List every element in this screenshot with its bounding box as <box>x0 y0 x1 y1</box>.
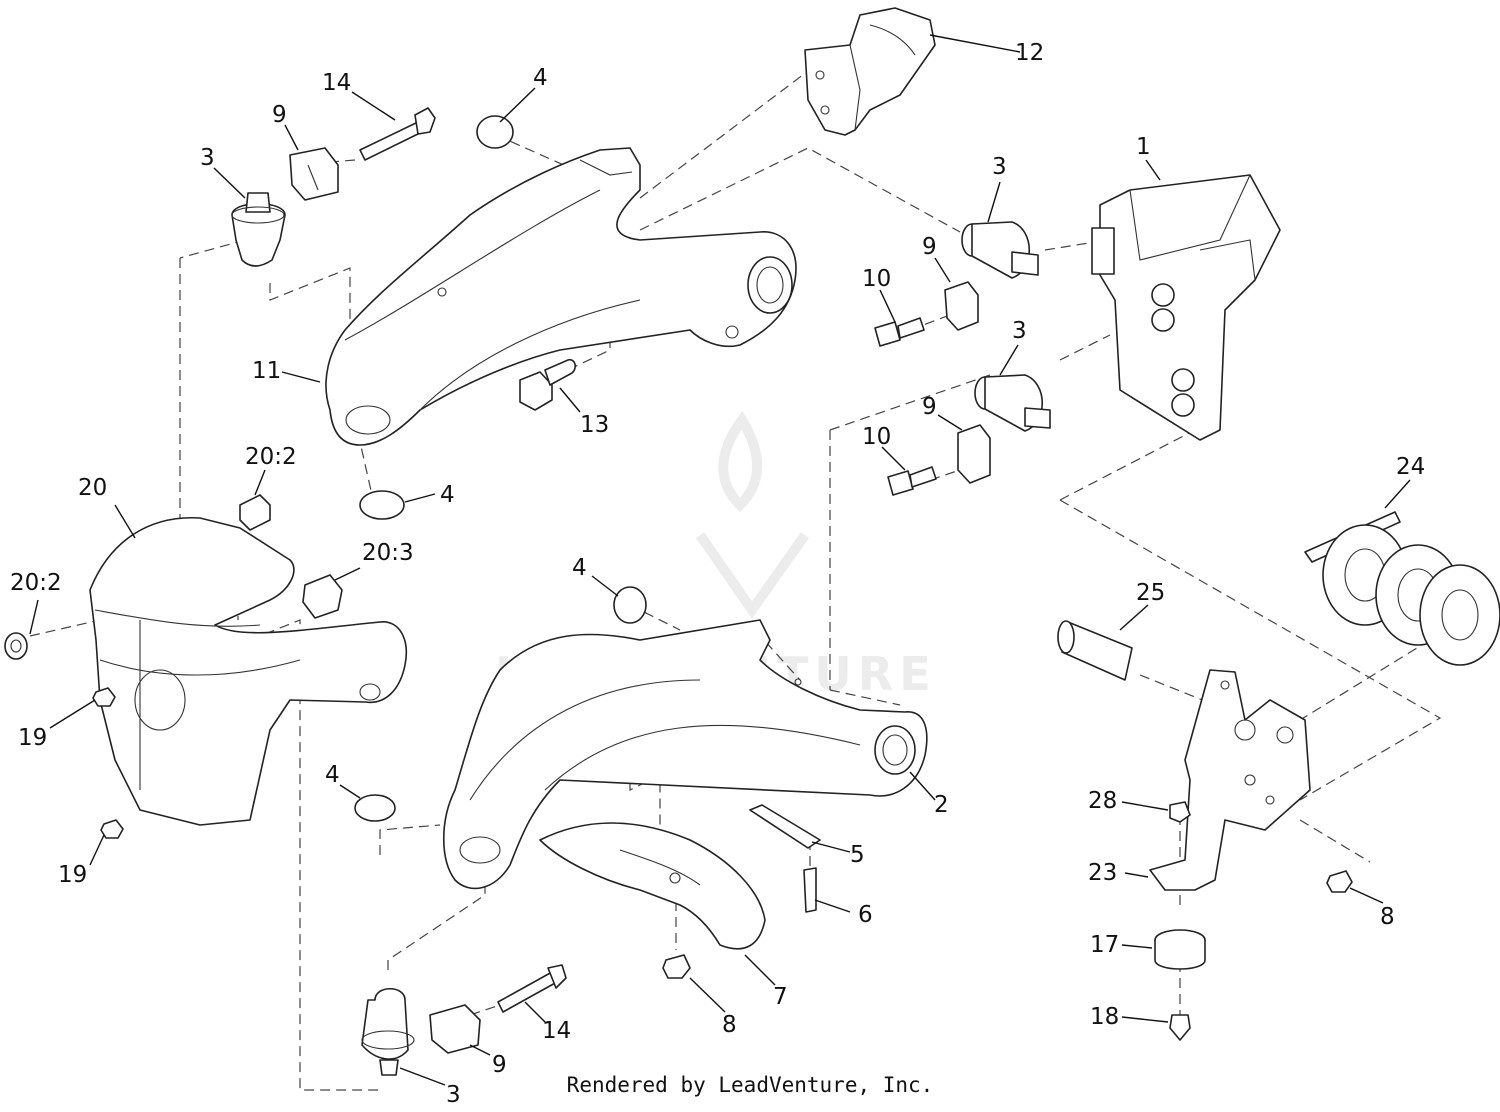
callout-2: 2 <box>934 792 949 818</box>
callout-9-top: 9 <box>272 102 287 128</box>
callout-11: 11 <box>252 358 281 384</box>
part-3-isolator-mid <box>961 221 1039 279</box>
part-24-springs <box>1304 511 1500 666</box>
part-20-frame <box>89 517 407 826</box>
part-23-mount-plate <box>1149 669 1311 891</box>
callout-3-top: 3 <box>200 145 215 171</box>
callout-5: 5 <box>850 842 865 868</box>
callout-12: 12 <box>1015 40 1044 66</box>
part-13-bolt <box>519 358 577 411</box>
render-credit: Rendered by LeadVenture, Inc. <box>566 1073 934 1097</box>
callout-8-bottom: 8 <box>722 1012 737 1038</box>
callout-24: 24 <box>1396 454 1425 480</box>
part-17-spacer <box>1154 929 1206 970</box>
callout-23: 23 <box>1088 860 1117 886</box>
callout-19-upper: 19 <box>18 725 47 751</box>
callout-20-2-top: 20:2 <box>245 444 297 470</box>
callout-3-lower: 3 <box>1012 318 1027 344</box>
part-18-bolt <box>1169 1014 1191 1041</box>
part-10-bolt-upper <box>874 317 925 347</box>
callout-19-lower: 19 <box>58 862 87 888</box>
callout-9-mid: 9 <box>922 234 937 260</box>
callout-4-bottom: 4 <box>325 762 340 788</box>
part-14-long-bolt-top <box>359 107 436 161</box>
callout-20-2-left: 20:2 <box>10 570 62 596</box>
part-19-nut-upper <box>92 687 116 707</box>
callout-10-lower: 10 <box>862 424 891 450</box>
callout-4-upper-arm: 4 <box>440 482 455 508</box>
callout-4-lower-arm: 4 <box>572 555 587 581</box>
callout-14-bottom: 14 <box>542 1018 571 1044</box>
part-19-nut-lower <box>100 819 124 839</box>
part-4-snap-rings <box>354 115 647 822</box>
part-14-long-bolt-bottom <box>497 964 567 1013</box>
part-12-bracket <box>804 7 936 136</box>
part-9-clamp-top <box>289 147 339 201</box>
callout-4-top: 4 <box>533 65 548 91</box>
part-3-ball-joint-top <box>231 192 286 267</box>
callout-6: 6 <box>858 902 873 928</box>
callout-20-3: 20:3 <box>362 540 414 566</box>
part-9-clamp-lower <box>957 424 991 484</box>
callout-10-upper: 10 <box>862 266 891 292</box>
part-11-upper-arm <box>325 147 797 446</box>
callout-20: 20 <box>78 475 107 501</box>
part-9-clamp-bottom <box>429 1004 481 1054</box>
part-20-3-bushing <box>302 574 343 619</box>
callout-28: 28 <box>1088 788 1117 814</box>
callout-9-lower: 9 <box>922 394 937 420</box>
part-5-strap <box>749 804 821 849</box>
callout-8-right: 8 <box>1380 904 1395 930</box>
part-3-isolator-lower <box>974 374 1051 432</box>
part-20-2-bushing-left <box>4 632 28 660</box>
part-3-ball-joint-bottom <box>361 987 415 1076</box>
callout-13: 13 <box>580 412 609 438</box>
callout-17: 17 <box>1090 932 1119 958</box>
callout-25: 25 <box>1136 580 1165 606</box>
callout-labels: 12 14 4 9 3 1 3 9 10 3 11 13 9 10 20:2 4… <box>10 40 1425 1108</box>
part-8-bolt-right <box>1326 870 1353 893</box>
part-28-nut <box>1169 801 1191 823</box>
callout-3-mid: 3 <box>992 154 1007 180</box>
part-1-gearbox <box>1091 174 1281 441</box>
part-25-roller <box>1057 620 1133 681</box>
part-8-bolt-lower <box>662 954 691 979</box>
callout-14-top: 14 <box>322 70 351 96</box>
part-9-clamp-mid <box>944 281 979 331</box>
part-7-shield <box>539 822 766 950</box>
leader-lines <box>29 34 1411 1086</box>
part-2-lower-arm <box>442 619 928 890</box>
callout-1: 1 <box>1136 134 1151 160</box>
callout-18: 18 <box>1090 1004 1119 1030</box>
part-20-2-bushing-top <box>239 494 271 531</box>
callout-9-bottom: 9 <box>492 1052 507 1078</box>
callout-3-bottom: 3 <box>446 1082 461 1108</box>
part-6-pin <box>803 867 817 913</box>
callout-7: 7 <box>773 984 788 1010</box>
part-10-bolt-lower <box>887 466 937 496</box>
